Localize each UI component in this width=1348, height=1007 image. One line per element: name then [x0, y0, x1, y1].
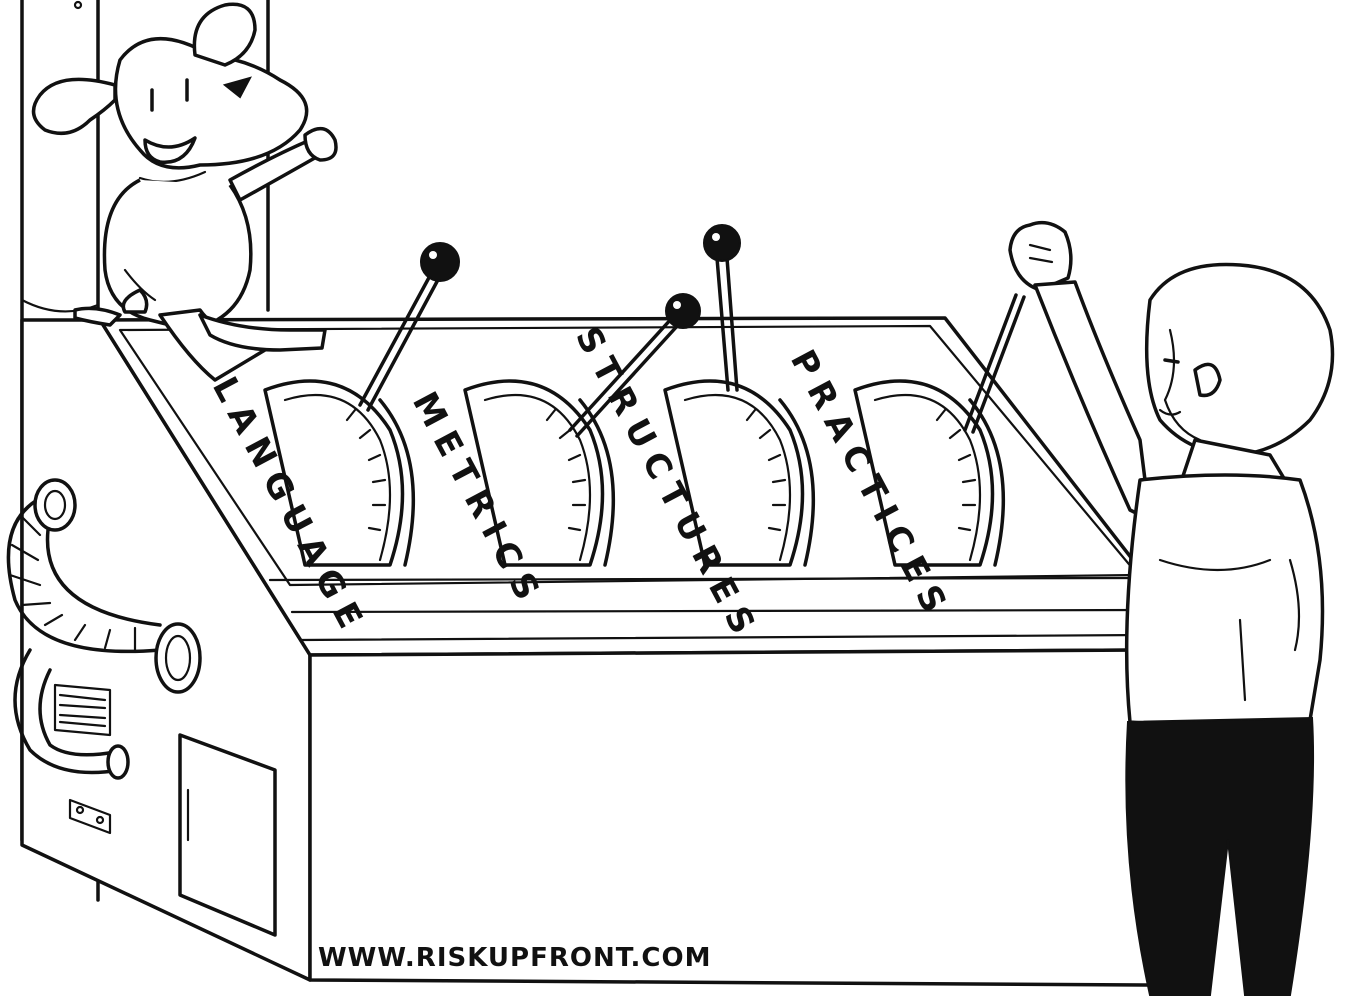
lever-4[interactable]	[963, 293, 1026, 434]
hoses	[6, 478, 202, 780]
lever-3[interactable]	[703, 224, 741, 392]
dial-2	[463, 379, 616, 567]
lever-1[interactable]	[358, 242, 460, 412]
lever-2[interactable]	[568, 293, 701, 438]
credit-url: WWW.RISKUPFRONT.COM	[318, 943, 711, 973]
dial-1	[263, 379, 416, 567]
woman-character	[1008, 220, 1335, 996]
dog-character	[31, 2, 338, 382]
dial-3	[663, 379, 816, 567]
